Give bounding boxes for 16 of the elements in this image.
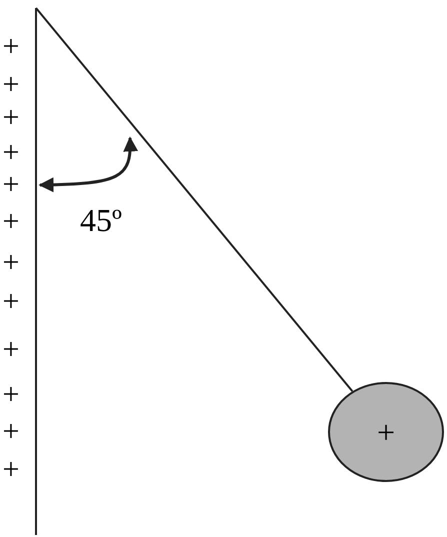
charge-sign: +: [2, 170, 20, 200]
charge-sign: +: [2, 207, 20, 237]
charge-sign: +: [2, 32, 20, 62]
charge-sign: +: [376, 416, 396, 448]
charged-ball: [328, 382, 444, 482]
charge-sign: +: [2, 138, 20, 168]
angle-label: 45º: [80, 204, 122, 236]
charge-sign: +: [2, 335, 20, 365]
charge-sign: +: [2, 103, 20, 133]
charge-sign: +: [2, 380, 20, 410]
charge-sign: +: [2, 417, 20, 447]
charge-sign: +: [2, 248, 20, 278]
charge-sign: +: [2, 70, 20, 100]
charge-sign: +: [2, 287, 20, 317]
charge-sign: +: [2, 455, 20, 485]
pendulum-string: [35, 7, 354, 392]
